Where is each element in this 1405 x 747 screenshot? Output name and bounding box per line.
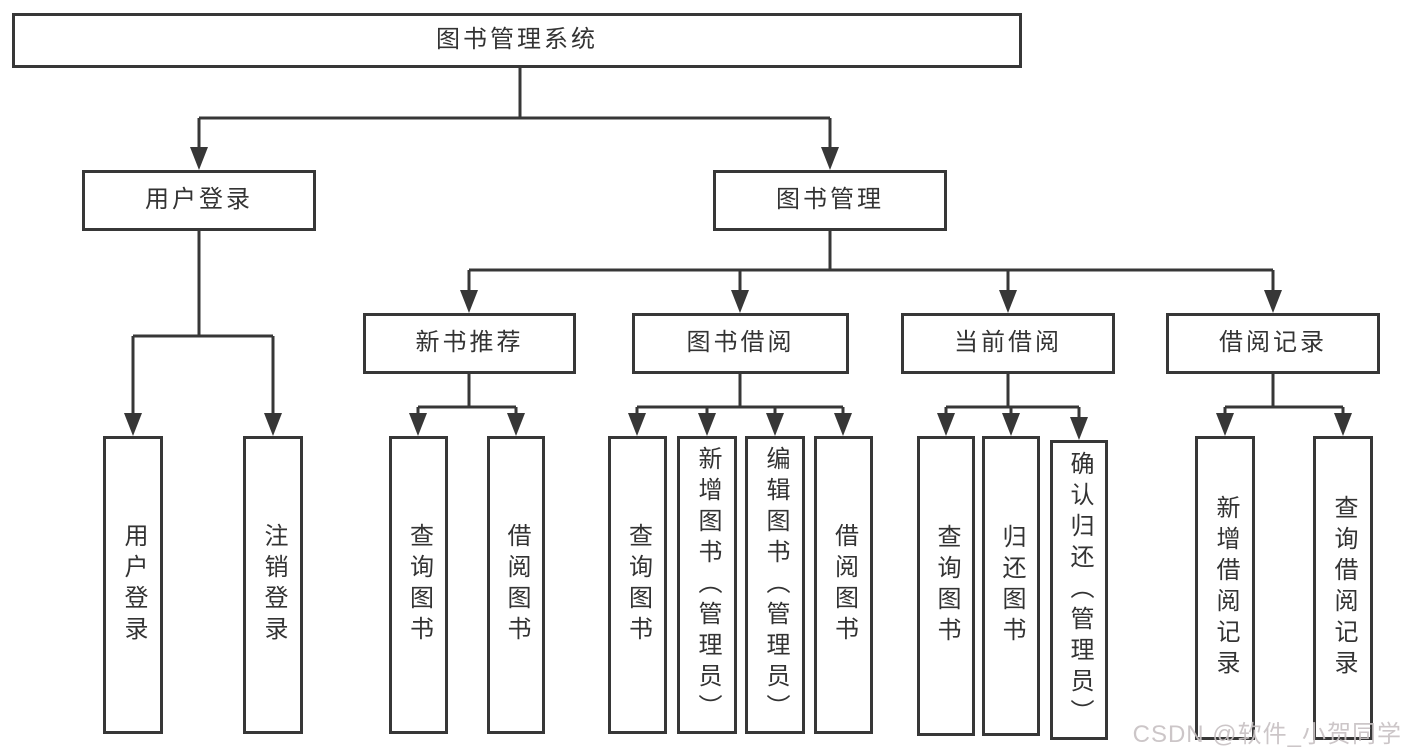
node-label: 借阅图书 [503, 523, 530, 647]
node-label: 查询借阅记录 [1330, 495, 1357, 681]
leaf-user-login: 用户登录 [103, 436, 163, 734]
node-label: 用户登录 [120, 523, 147, 647]
leaf-query-books-current: 查询图书 [917, 436, 975, 736]
leaf-query-books-borrow: 查询图书 [608, 436, 667, 734]
leaf-borrow-books-recommend: 借阅图书 [487, 436, 545, 734]
node-new-book-recommend: 新书推荐 [363, 313, 576, 374]
leaf-query-borrow-record: 查询借阅记录 [1313, 436, 1373, 740]
leaf-add-borrow-record: 新增借阅记录 [1195, 436, 1255, 740]
leaf-borrow-books: 借阅图书 [814, 436, 873, 734]
node-label: 新增图书（管理员） [694, 445, 721, 725]
node-root-system: 图书管理系统 [12, 13, 1022, 68]
node-label: 确认归还（管理员） [1066, 450, 1093, 730]
node-label: 查询图书 [624, 523, 652, 647]
node-label: 新增借阅记录 [1212, 495, 1239, 681]
node-user-login: 用户登录 [82, 170, 316, 231]
node-book-borrowing: 图书借阅 [632, 313, 849, 374]
leaf-logout: 注销登录 [243, 436, 303, 734]
node-label: 当前借阅 [954, 329, 1062, 357]
node-label: 归还图书 [998, 524, 1025, 648]
node-borrowing-records: 借阅记录 [1166, 313, 1380, 374]
leaf-add-books-admin: 新增图书（管理员） [677, 436, 737, 734]
node-label: 查询图书 [405, 523, 433, 647]
node-current-borrowing: 当前借阅 [901, 313, 1115, 374]
leaf-edit-books-admin: 编辑图书（管理员） [745, 436, 805, 734]
csdn-watermark: CSDN @软件_小贺同学 [1132, 721, 1402, 747]
arrowheads [124, 147, 1352, 440]
node-label: 图书借阅 [686, 329, 795, 357]
leaf-confirm-return-admin: 确认归还（管理员） [1050, 440, 1108, 740]
node-label: 编辑图书（管理员） [762, 445, 789, 725]
node-book-management: 图书管理 [713, 170, 947, 231]
node-label: 借阅记录 [1219, 329, 1327, 357]
node-label: 图书管理系统 [436, 26, 598, 54]
node-label: 借阅图书 [830, 523, 858, 647]
node-label: 查询图书 [933, 524, 960, 648]
node-label: 图书管理 [776, 186, 884, 214]
leaf-return-books: 归还图书 [982, 436, 1040, 736]
node-label: 新书推荐 [415, 329, 524, 357]
node-label: 注销登录 [260, 523, 287, 647]
node-label: 用户登录 [145, 186, 253, 214]
leaf-query-books-recommend: 查询图书 [389, 436, 448, 734]
